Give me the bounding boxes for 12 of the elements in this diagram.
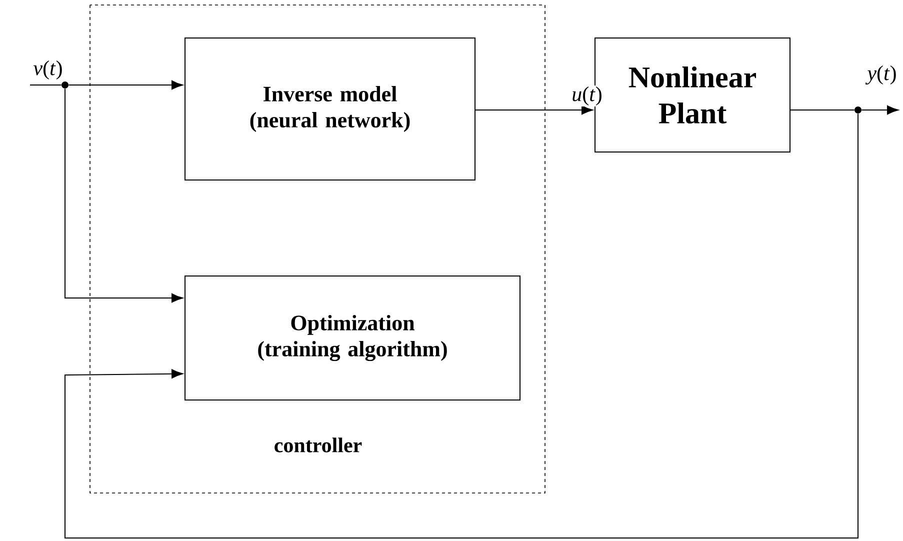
arrow (861, 105, 898, 115)
junction-dot (854, 106, 862, 114)
arrow (64, 88, 183, 303)
arrow (68, 80, 183, 90)
junction-dot (62, 82, 68, 88)
block-box: Inverse model (neural network) (184, 38, 476, 180)
block-box: Optimization (training algorithm) (184, 276, 520, 400)
arrow (64, 113, 858, 538)
signal-label: u(t) (570, 85, 604, 107)
signal-label: y(t) (865, 64, 898, 86)
signal-label: v(t) (32, 59, 64, 81)
arrow (475, 105, 593, 115)
